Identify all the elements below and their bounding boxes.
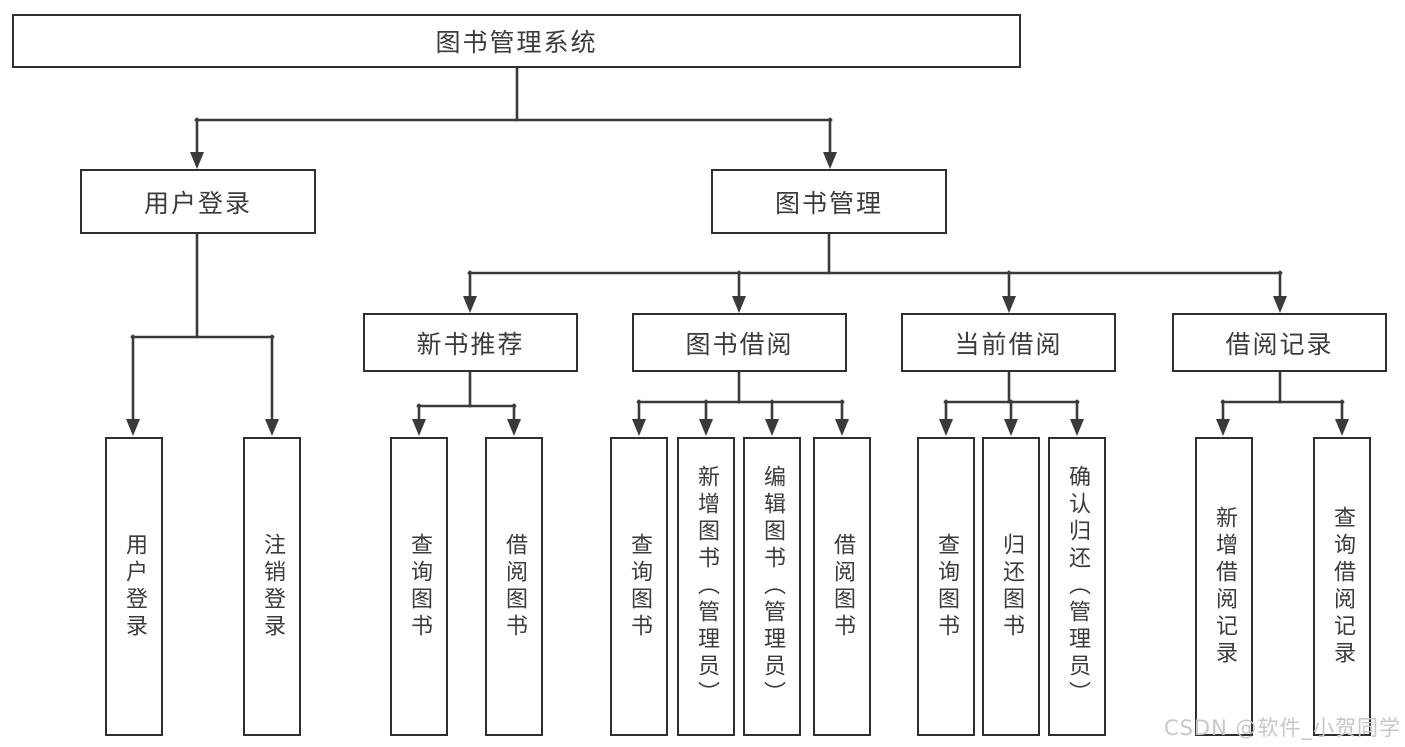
leaf-logout: 注销登录: [243, 437, 301, 736]
connector-book-borrow-to-leaves: [632, 370, 849, 436]
leaf-current-query: 查询图书: [917, 437, 975, 736]
leaf-borrow-borrow: 借阅图书: [813, 437, 871, 736]
connector-current-borrow-to-leaves: [939, 370, 1084, 436]
node-current-borrow: 当前借阅: [901, 313, 1116, 372]
leaf-current-confirm-admin: 确认归还（管理员）: [1048, 437, 1106, 736]
connector-user-login-to-leaves: [126, 233, 279, 436]
leaf-user-login: 用户登录: [105, 437, 163, 736]
leaf-current-return: 归还图书: [982, 437, 1040, 736]
connector-new-books-to-leaves: [412, 370, 521, 436]
node-new-books: 新书推荐: [363, 313, 578, 372]
leaf-newbooks-query: 查询图书: [390, 437, 448, 736]
leaf-records-query: 查询借阅记录: [1313, 437, 1371, 736]
leaf-borrow-query: 查询图书: [610, 437, 668, 736]
leaf-borrow-add-admin: 新增图书（管理员）: [677, 437, 735, 736]
node-user-login: 用户登录: [80, 169, 316, 234]
leaf-newbooks-borrow: 借阅图书: [485, 437, 543, 736]
node-book-mgmt: 图书管理: [711, 169, 947, 234]
connector-borrow-records-to-leaves: [1216, 370, 1349, 436]
leaf-borrow-edit-admin: 编辑图书（管理员）: [743, 437, 801, 736]
connector-book-mgmt-to-level3: [463, 233, 1287, 313]
node-root-system: 图书管理系统: [12, 14, 1021, 68]
node-book-borrow: 图书借阅: [632, 313, 847, 372]
csdn-watermark: CSDN @软件_小贺同学: [1163, 716, 1401, 740]
connector-root-to-level2: [190, 66, 837, 169]
node-borrow-records: 借阅记录: [1172, 313, 1387, 372]
leaf-records-add: 新增借阅记录: [1195, 437, 1253, 736]
